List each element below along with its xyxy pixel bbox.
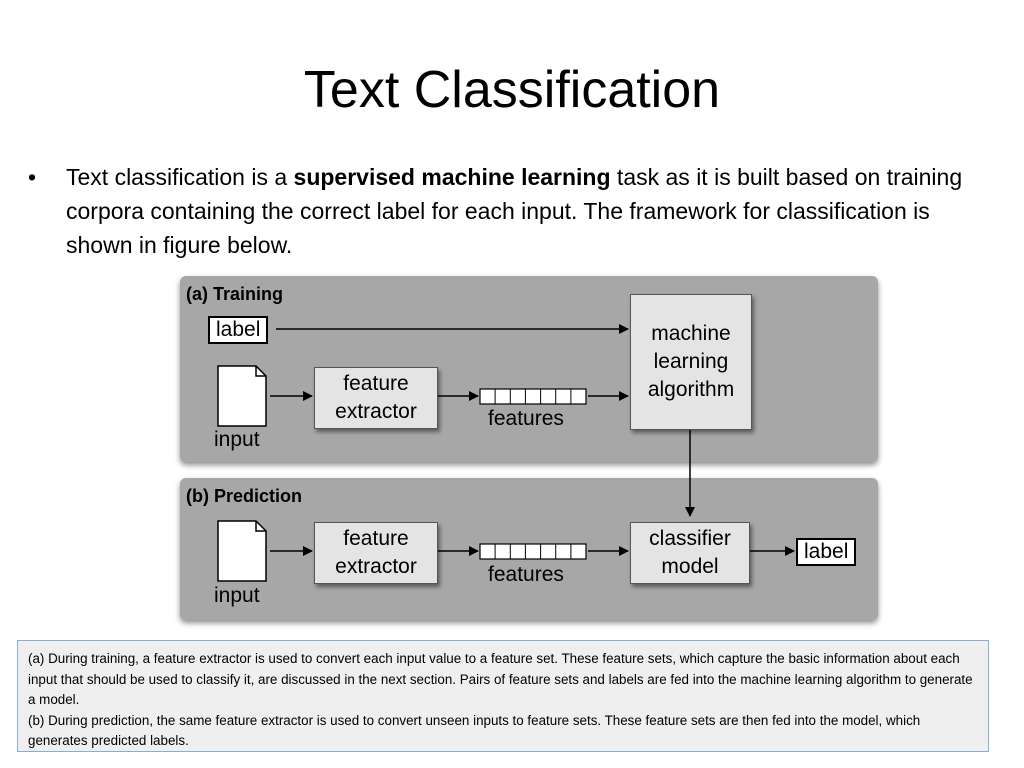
prediction-feature-vector (479, 543, 587, 560)
diagram-connectors (217, 324, 795, 582)
prediction-features-label: features (488, 563, 564, 586)
machine-learning-algorithm-box: machine learning algorithm (630, 294, 752, 430)
prediction-feature-extractor-box: feature extractor (314, 522, 438, 584)
bullet-text-bold: supervised machine learning (293, 164, 611, 190)
training-feature-vector (479, 388, 587, 405)
training-document-icon (217, 365, 267, 427)
prediction-label-box: label (796, 538, 857, 566)
training-input-label: input (214, 428, 260, 451)
training-label-box: label (208, 316, 269, 344)
training-feature-extractor-box: feature extractor (314, 367, 438, 429)
bullet-marker: • (28, 164, 37, 190)
prediction-document-icon (217, 520, 267, 582)
training-panel-title: (a) Training (186, 284, 284, 304)
training-panel (180, 276, 878, 462)
bullet-text-before: Text classification is a (66, 164, 294, 190)
caption-prediction: (b) During prediction, the same feature … (28, 712, 921, 749)
prediction-input-label: input (214, 584, 260, 607)
bullet-point: • Text classification is a supervised ma… (24, 160, 994, 262)
slide-title: Text Classification (303, 61, 721, 119)
classifier-model-box: classifier model (630, 522, 750, 584)
training-features-label: features (488, 407, 564, 430)
bullet-text-after: task as it is built based on training co… (66, 164, 963, 258)
prediction-panel-title: (b) Prediction (186, 486, 302, 506)
figure-caption: (a) During training, a feature extractor… (17, 640, 989, 752)
bullet-text: Text classification is a supervised mach… (66, 160, 994, 262)
caption-training: (a) During training, a feature extractor… (28, 651, 973, 707)
classification-diagram: (a) Training (b) Prediction (170, 268, 890, 630)
